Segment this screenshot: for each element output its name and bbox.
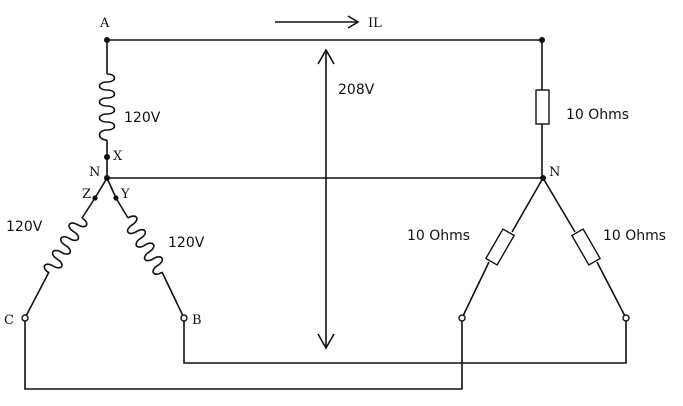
- wire-b-return: [183, 318, 627, 364]
- line-voltage-arrow: [317, 48, 335, 350]
- wire-y-to-coil: [115, 197, 129, 219]
- wire-load-left-down: [461, 261, 490, 319]
- wire-coil-to-c: [24, 271, 50, 319]
- label-node-n-source: N: [89, 165, 100, 180]
- node-a-load-dot: [539, 37, 545, 43]
- node-n-source-dot: [104, 175, 110, 181]
- label-node-z: Z: [82, 187, 91, 202]
- label-voltage-phase-b: 120V: [168, 235, 205, 251]
- label-voltage-line: 208V: [338, 82, 375, 98]
- label-resistor-top: 10 Ohms: [566, 107, 629, 123]
- coil-phase-a: [98, 73, 116, 141]
- node-y-dot: [113, 195, 119, 201]
- label-resistor-right: 10 Ohms: [603, 228, 666, 244]
- node-z-dot: [92, 195, 98, 201]
- wire-load-right-down: [596, 261, 627, 319]
- wire-n-to-z: [94, 177, 108, 199]
- label-node-a: A: [99, 16, 110, 31]
- label-voltage-phase-c: 120V: [6, 219, 43, 235]
- resistor-top: [535, 89, 550, 125]
- wire-c-return: [24, 318, 463, 390]
- resistor-right: [570, 228, 602, 266]
- wire-n-to-y: [106, 177, 117, 199]
- label-node-x: X: [113, 149, 123, 164]
- terminal-b: [180, 314, 188, 322]
- coil-phase-b: [126, 215, 164, 275]
- terminal-load-left: [458, 314, 466, 322]
- label-node-b: B: [192, 313, 202, 328]
- label-node-n-load: N: [549, 165, 560, 180]
- wire-load-n-right: [542, 177, 576, 233]
- coil-phase-c: [43, 217, 88, 274]
- terminal-c: [21, 314, 29, 322]
- node-n-load-dot: [540, 175, 546, 181]
- label-node-c: C: [4, 313, 14, 328]
- wire-coil-to-b: [161, 271, 185, 319]
- resistor-left: [484, 228, 516, 266]
- label-node-y: Y: [120, 187, 130, 202]
- label-resistor-left: 10 Ohms: [407, 228, 470, 244]
- label-voltage-phase-a: 120V: [124, 110, 161, 126]
- wire-load-n-left: [511, 177, 544, 233]
- wire-z-to-coil: [81, 197, 96, 219]
- current-arrow-icon: [275, 15, 360, 29]
- node-a-dot: [104, 37, 110, 43]
- label-current: IL: [368, 16, 382, 31]
- node-x-dot: [104, 154, 110, 160]
- terminal-load-right: [622, 314, 630, 322]
